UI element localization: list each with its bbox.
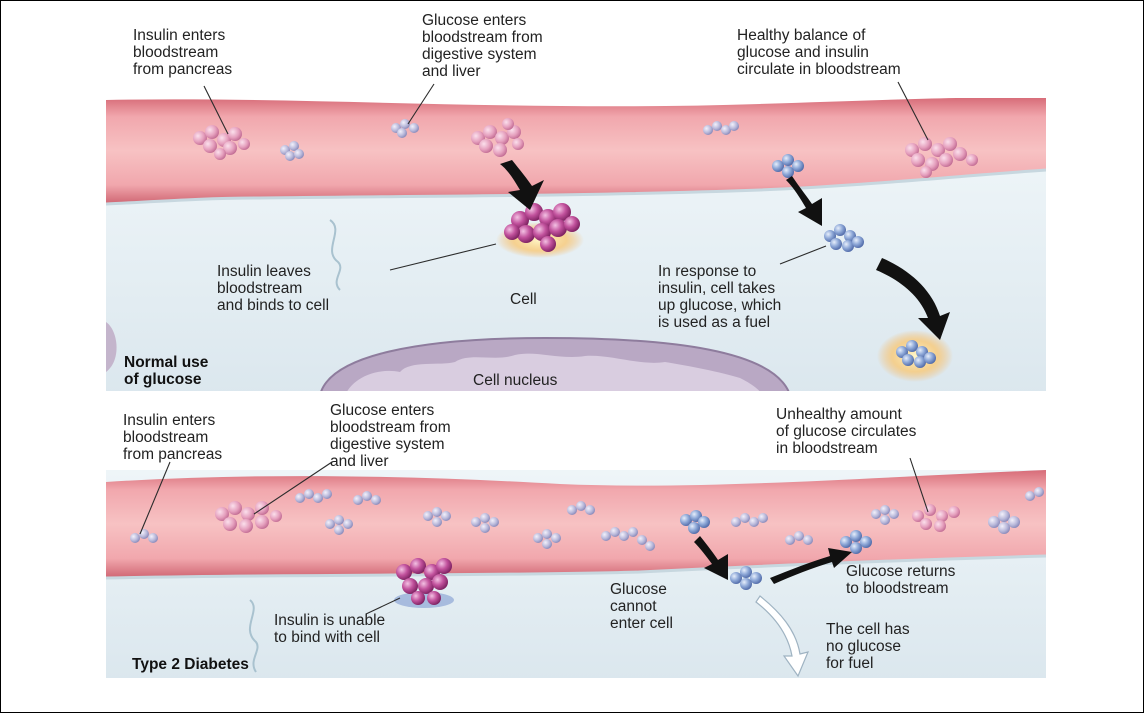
- text-line: Insulin is unable: [274, 612, 385, 629]
- text-line: bloodstream from: [330, 419, 451, 436]
- text-line: Glucose returns: [846, 563, 956, 580]
- panel-title-type2: Type 2 Diabetes: [132, 656, 249, 673]
- label-glucose-enters-top: Glucose enters bloodstream from digestiv…: [422, 12, 547, 80]
- text-line: in bloodstream: [776, 440, 878, 457]
- text-line: enter cell: [610, 615, 673, 632]
- text-line: and liver: [422, 63, 481, 80]
- text-line: and liver: [330, 453, 389, 470]
- text-line: no glucose: [826, 638, 901, 655]
- text-line: up glucose, which: [658, 297, 781, 314]
- text-line: bloodstream from: [422, 29, 543, 46]
- text-line: Insulin enters: [133, 27, 225, 44]
- text-line: Glucose enters: [422, 12, 526, 29]
- label-insulin-unable: Insulin is unable to bind with cell: [274, 612, 389, 646]
- label-healthy-balance: Healthy balance of glucose and insulin c…: [737, 27, 901, 78]
- label-unhealthy-amount: Unhealthy amount of glucose circulates i…: [776, 406, 921, 457]
- text-line: bloodstream: [217, 280, 302, 297]
- text-line: insulin, cell takes: [658, 280, 775, 297]
- text-line: bloodstream: [133, 44, 218, 61]
- label-cell: Cell: [510, 291, 537, 308]
- text-line: from pancreas: [133, 61, 232, 78]
- text-line: Healthy balance of: [737, 27, 866, 44]
- text-line: to bind with cell: [274, 629, 380, 646]
- text-line: is used as a fuel: [658, 314, 770, 331]
- label-cell-nucleus: Cell nucleus: [473, 372, 558, 389]
- label-insulin-enters-bottom: Insulin enters bloodstream from pancreas: [123, 412, 222, 463]
- glucose-used-as-fuel: [877, 330, 953, 382]
- text-line: Insulin enters: [123, 412, 215, 429]
- text-line: digestive system: [422, 46, 537, 63]
- label-glucose-returns: Glucose returns to bloodstream: [846, 563, 960, 597]
- label-insulin-enters-top: Insulin enters bloodstream from pancreas: [133, 27, 232, 78]
- text-line: In response to: [658, 263, 756, 280]
- insulin-unbound: [394, 558, 454, 608]
- panel-title-normal: Normal use of glucose: [124, 354, 213, 388]
- text-line: bloodstream: [123, 429, 208, 446]
- label-glucose-enters-bottom: Glucose enters bloodstream from digestiv…: [330, 402, 455, 470]
- text-line: from pancreas: [123, 446, 222, 463]
- text-line: of glucose: [124, 371, 202, 388]
- text-line: The cell has: [826, 621, 910, 638]
- text-line: of glucose circulates: [776, 423, 917, 440]
- text-line: Glucose: [610, 581, 667, 598]
- text-line: digestive system: [330, 436, 445, 453]
- text-line: Normal use: [124, 354, 209, 371]
- text-line: circulate in bloodstream: [737, 61, 901, 78]
- text-line: and binds to cell: [217, 297, 329, 314]
- text-line: glucose and insulin: [737, 44, 869, 61]
- text-line: for fuel: [826, 655, 873, 672]
- text-line: Insulin leaves: [217, 263, 311, 280]
- text-line: cannot: [610, 598, 657, 615]
- text-line: to bloodstream: [846, 580, 949, 597]
- text-line: Unhealthy amount: [776, 406, 902, 423]
- text-line: Glucose enters: [330, 402, 434, 419]
